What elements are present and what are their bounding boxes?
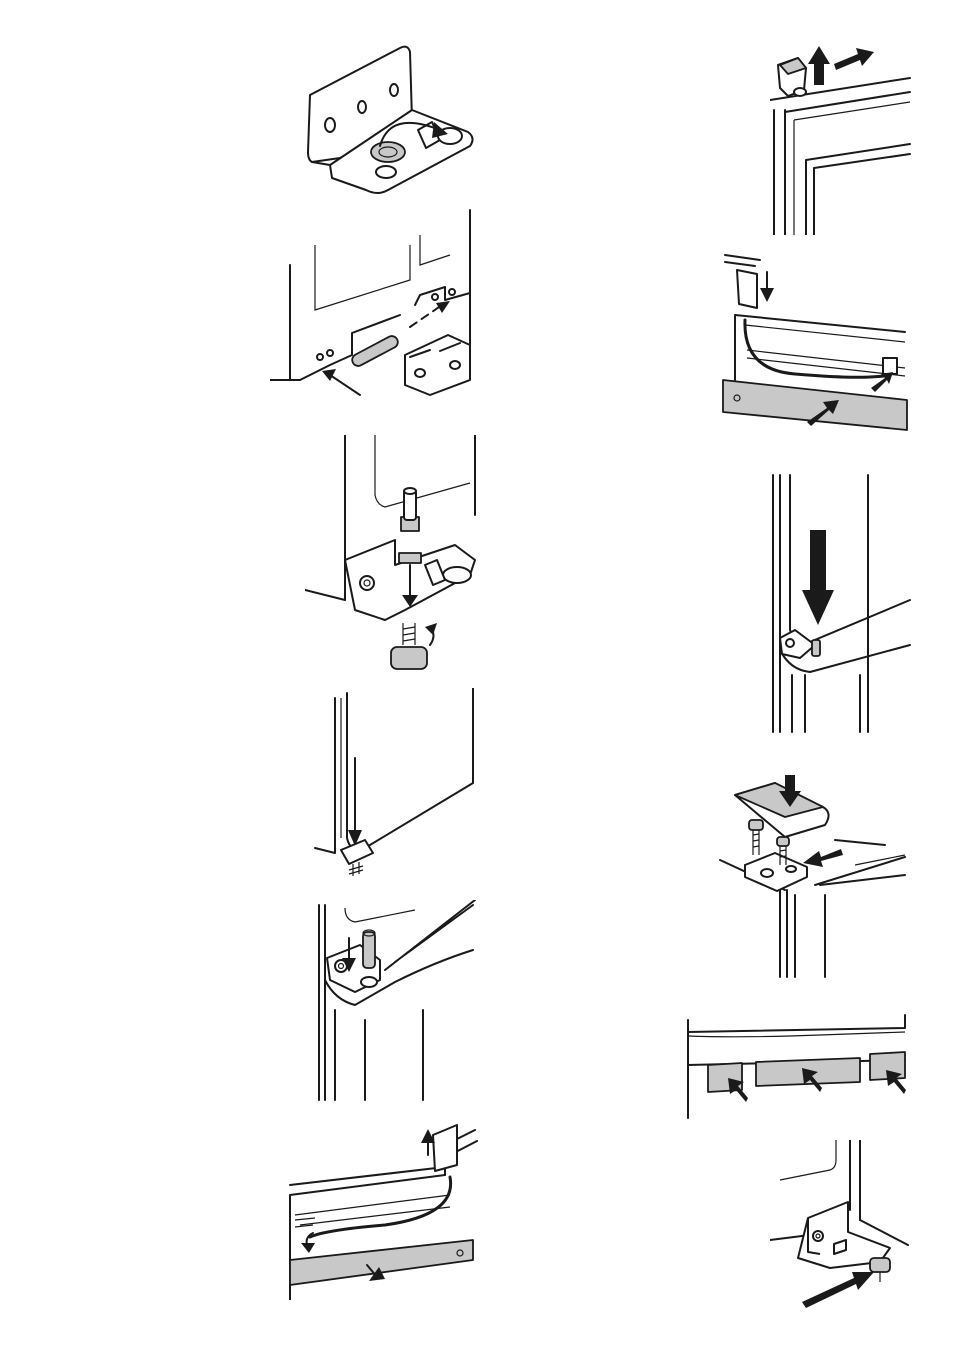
figure-top-cap-remove — [770, 40, 915, 235]
down-arrow-icon — [760, 288, 774, 302]
push-arrow-icon — [802, 1272, 874, 1308]
figure-upper-hinge-pin — [315, 900, 480, 1105]
figure-trim-covers — [680, 1010, 912, 1125]
figure-cable-cover-refit — [715, 250, 910, 435]
curved-arrow-icon — [301, 1243, 315, 1253]
up-arrow-icon — [871, 372, 893, 392]
top-hinge-plate — [745, 853, 807, 891]
adjustable-foot — [870, 1258, 890, 1272]
figure-hinge-pin-install — [305, 435, 480, 680]
figure-hinge-bracket-plug-swap — [300, 40, 480, 200]
hinge-bracket — [341, 840, 373, 864]
top-hinge — [433, 1125, 457, 1171]
up-arrow-icon — [808, 46, 830, 85]
spacer-strip — [350, 334, 400, 368]
hinge-pin — [812, 640, 820, 656]
figure-door-lower-down — [770, 470, 915, 735]
cable — [310, 1177, 451, 1237]
top-hinge — [737, 270, 757, 308]
up-arrow-icon — [728, 1078, 748, 1102]
arrow-line — [330, 375, 360, 395]
figure-door-lower-onto-pin — [305, 688, 480, 888]
washer — [399, 553, 421, 563]
right-arrow-icon — [834, 48, 874, 70]
left-arrow-icon — [803, 849, 843, 867]
figure-cable-cover-remove — [285, 1115, 480, 1300]
bracket-hole — [325, 118, 335, 132]
rotate-arrow-icon — [425, 623, 437, 635]
arrow-head-icon — [322, 369, 336, 381]
down-arrow-icon — [802, 530, 834, 625]
screw-head — [749, 820, 763, 830]
figure-hinge-plate-mount — [270, 205, 480, 400]
plug — [371, 142, 405, 162]
hinge-pin — [363, 932, 375, 968]
figure-bottom-foot-adjust — [770, 1140, 910, 1310]
adjustable-foot — [391, 647, 427, 669]
figure-top-hinge-screws — [715, 765, 910, 980]
screw-head — [777, 837, 789, 846]
